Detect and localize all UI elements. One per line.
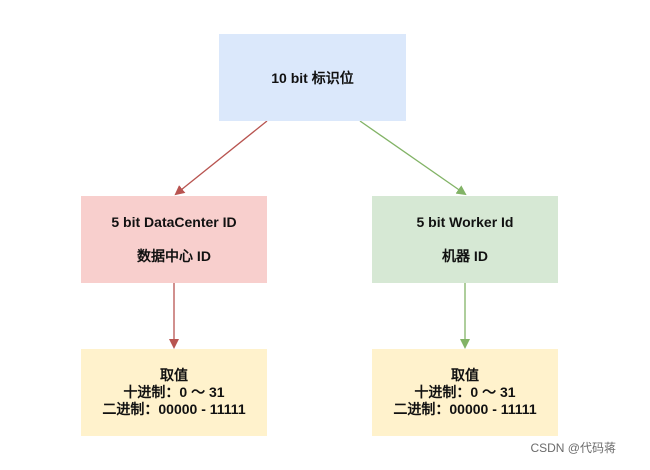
datacenter-title: 5 bit DataCenter ID <box>111 213 237 230</box>
node-worker-range: 取值 十进制：0 ～ 31 二进制：00000 - 11111 <box>372 349 558 436</box>
node-datacenter-range: 取值 十进制：0 ～ 31 二进制：00000 - 11111 <box>81 349 267 436</box>
node-worker-id: 5 bit Worker Id 机器 ID <box>372 196 558 283</box>
datacenter-range-binary: 二进制：00000 - 11111 <box>102 401 246 417</box>
csdn-watermark: CSDN @代码蒋 <box>530 441 616 455</box>
datacenter-range-decimal: 十进制：0 ～ 31 <box>123 384 225 400</box>
edge-top-to-worker <box>359 120 467 196</box>
worker-range-heading: 取值 <box>451 367 479 383</box>
datacenter-subtitle: 数据中心 ID <box>137 247 211 264</box>
node-10bit-label: 10 bit 标识位 <box>271 69 354 86</box>
edge-top-to-datacenter <box>174 120 268 196</box>
node-datacenter-id: 5 bit DataCenter ID 数据中心 ID <box>81 196 267 283</box>
worker-subtitle: 机器 ID <box>442 247 488 264</box>
worker-title: 5 bit Worker Id <box>416 213 514 230</box>
worker-range-decimal: 十进制：0 ～ 31 <box>414 384 516 400</box>
worker-range-binary: 二进制：00000 - 11111 <box>393 401 537 417</box>
datacenter-range-heading: 取值 <box>160 367 188 383</box>
node-10bit-identifier: 10 bit 标识位 <box>219 34 406 121</box>
